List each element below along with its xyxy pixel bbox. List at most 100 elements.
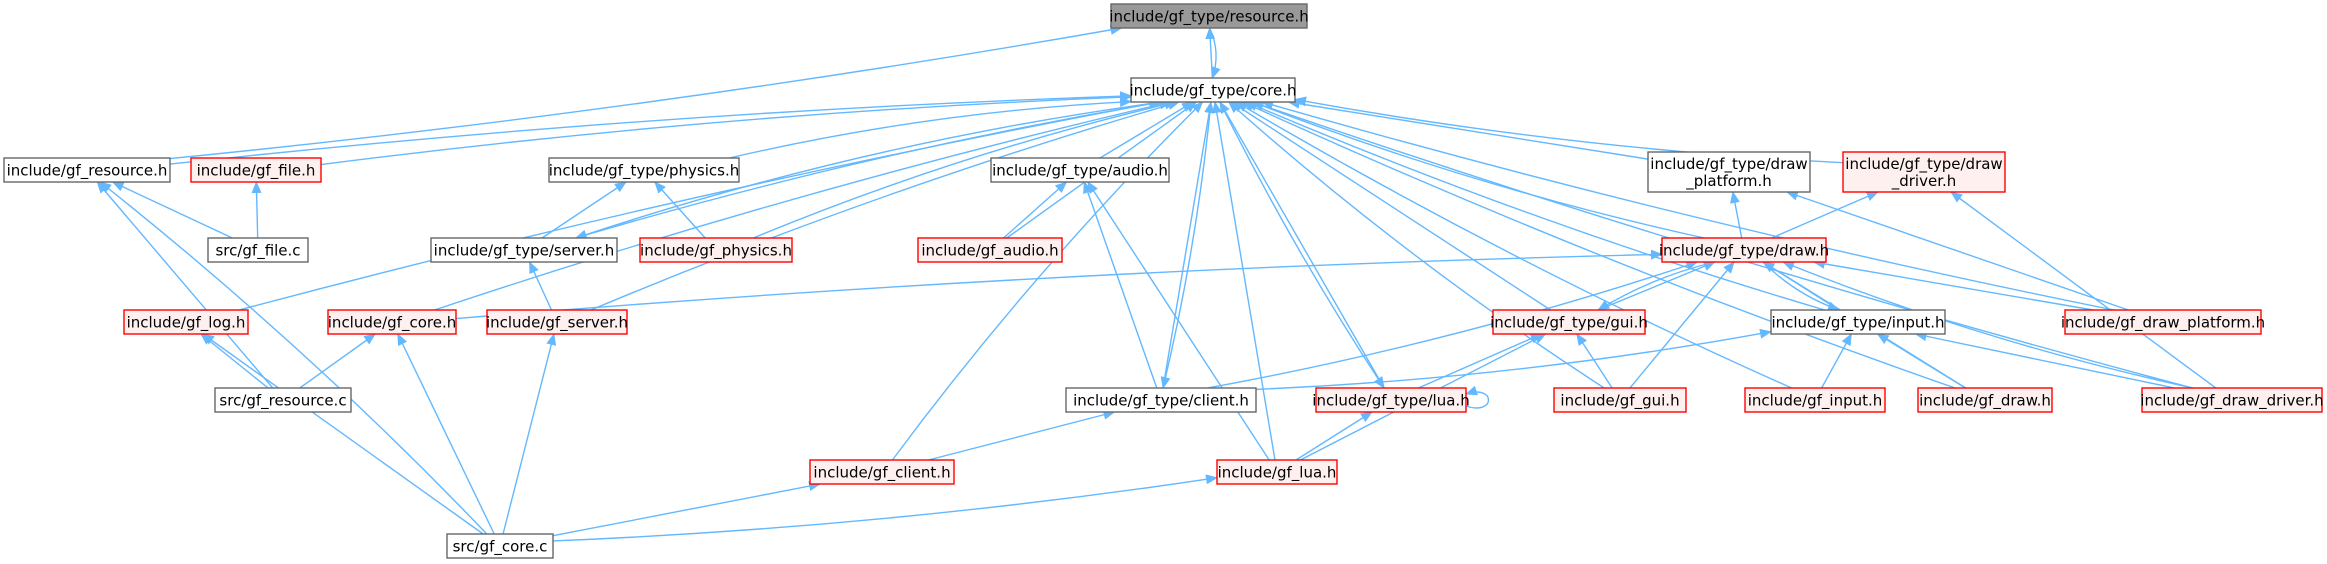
edge-gf_log_h-to-core_h_type [238, 99, 1161, 311]
edge-gf_core_h-to-draw_h_type [455, 249, 1663, 320]
node-box [1110, 3, 1308, 29]
edge-gf_server_h-to-server_h_type [528, 261, 553, 311]
node-input-h-type[interactable]: include/gf_type/input.h [1770, 309, 1946, 335]
node-lua-h-type[interactable]: include/gf_type/lua.h [1312, 387, 1470, 413]
edge-gf_client_h-to-core_h_type [891, 101, 1204, 461]
node-label: include/gf_type/core.h [1129, 82, 1296, 101]
node-gf-input-h[interactable]: include/gf_input.h [1744, 387, 1886, 413]
node-gf-file-c[interactable]: src/gf_file.c [207, 237, 309, 263]
node-label: include/gf_file.h [197, 162, 316, 181]
node-label: include/gf_draw_driver.h [2140, 392, 2323, 411]
node-box [1216, 459, 1338, 485]
node-box [809, 459, 955, 485]
edge-gf_resource_c-to-gf_core_h [299, 333, 377, 389]
node-gf-physics-h[interactable]: include/gf_physics.h [639, 237, 793, 263]
node-box [486, 309, 628, 335]
node-label: include/gf_input.h [1748, 392, 1883, 411]
node-gf-audio-h[interactable]: include/gf_audio.h [917, 237, 1063, 263]
node-label: include/gf_type/input.h [1771, 314, 1944, 333]
edge-gf_file_h-to-core_h_type [320, 92, 1132, 166]
edge-gf_lua_h-to-audio_h_type [1087, 181, 1270, 461]
edge-gf_draw_driver_h-to-input_h_type [1914, 331, 2175, 389]
node-gf-server-h[interactable]: include/gf_server.h [486, 309, 628, 335]
edge-draw_h_type-to-draw_platform_h_type [1730, 191, 1743, 239]
node-box [123, 309, 249, 335]
node-server-h-type[interactable]: include/gf_type/server.h [430, 237, 618, 263]
node-box [1130, 77, 1296, 103]
node-draw-platform-h-type[interactable]: include/gf_type/draw_platform.h [1647, 151, 1811, 193]
node-box [1492, 309, 1646, 335]
node-box [1065, 387, 1257, 413]
node-gf-file-h[interactable]: include/gf_file.h [190, 157, 322, 183]
edge-gf_lua_h-to-lua_h_type [1295, 411, 1373, 461]
node-box [190, 157, 322, 183]
edge-gf_physics_h-to-core_h_type [753, 99, 1177, 239]
node-draw-driver-h-type[interactable]: include/gf_type/draw_driver.h [1842, 151, 2006, 193]
node-label: _platform.h [1685, 172, 1772, 191]
node-gf-resource-h[interactable]: include/gf_resource.h [3, 157, 171, 183]
node-label: include/gf_client.h [813, 464, 950, 483]
node-label: include/gf_type/draw.h [1659, 242, 1829, 261]
edge-gf_input_h-to-input_h_type [1821, 333, 1852, 389]
node-box [1770, 309, 1946, 335]
edge-draw_h_type-to-draw_driver_h_type [1771, 191, 1879, 239]
node-box [446, 533, 554, 559]
edge-gf_core_c-to-gf_client_h [552, 481, 822, 537]
node-box [214, 387, 352, 413]
node-label: include/gf_type/client.h [1073, 392, 1249, 411]
node-label: src/gf_core.c [453, 538, 548, 557]
edge-gf_physics_h-to-physics_h_type [654, 181, 706, 239]
edge-core_h_type-to-client_h_type [1160, 101, 1212, 389]
edge-audio_h_type-to-core_h_type [1099, 101, 1194, 159]
node-box [990, 157, 1170, 183]
node-label: include/gf_log.h [127, 314, 246, 333]
node-label: include/gf_server.h [486, 314, 628, 333]
edge-lua_h_type-to-core_h_type [1219, 101, 1385, 389]
edge-gf_file_c-to-gf_file_h [251, 181, 262, 239]
edge-gf_core_c-to-gf_log_h [202, 333, 484, 535]
node-label: include/gf_audio.h [921, 242, 1058, 261]
edge-gf_gui_h-to-gui_h_type [1576, 333, 1613, 389]
node-gf-draw-h[interactable]: include/gf_draw.h [1917, 387, 2053, 413]
node-gf-gui-h[interactable]: include/gf_gui.h [1553, 387, 1687, 413]
node-physics-h-type[interactable]: include/gf_type/physics.h [548, 157, 740, 183]
edge-client_h_type-to-draw_h_type [1207, 260, 1699, 389]
edge-gf_resource_h-to-core_h_type [169, 91, 1132, 165]
edge-gf_audio_h-to-audio_h_type [1003, 181, 1068, 239]
node-gf-log-h[interactable]: include/gf_log.h [123, 309, 249, 335]
edge-client_h_type-to-input_h_type [1255, 328, 1772, 391]
node-resource-h-type[interactable]: include/gf_type/resource.h [1109, 3, 1309, 29]
edge-core_h_type-to-lua_h_type [1219, 101, 1385, 389]
edge-gf_server_h-to-core_h_type [590, 100, 1181, 311]
node-gf-core-h[interactable]: include/gf_core.h [327, 309, 457, 335]
node-label: src/gf_resource.c [219, 392, 346, 411]
edge-gf_gui_h-to-draw_h_type [1629, 261, 1735, 389]
node-box [3, 157, 171, 183]
edge-server_h_type-to-physics_h_type [541, 181, 627, 239]
node-gf-draw-platform-h[interactable]: include/gf_draw_platform.h [2061, 309, 2265, 335]
node-label: include/gf_core.h [328, 314, 456, 333]
edge-gf_input_h-to-core_h_type [1235, 101, 1792, 389]
node-box [1917, 387, 2053, 413]
node-label: src/gf_file.c [215, 242, 300, 261]
node-box [917, 237, 1063, 263]
node-label: _driver.h [1891, 172, 1957, 191]
node-gf-lua-h[interactable]: include/gf_lua.h [1216, 459, 1338, 485]
node-gf-resource-c[interactable]: src/gf_resource.c [214, 387, 352, 413]
node-gf-draw-driver-h[interactable]: include/gf_draw_driver.h [2140, 387, 2324, 413]
node-draw-h-type[interactable]: include/gf_type/draw.h [1659, 237, 1829, 263]
node-core-h-type[interactable]: include/gf_type/core.h [1129, 77, 1297, 103]
node-client-h-type[interactable]: include/gf_type/client.h [1065, 387, 1257, 413]
node-box [1315, 387, 1467, 413]
node-box [327, 309, 457, 335]
node-box [2141, 387, 2323, 413]
node-gf-client-h[interactable]: include/gf_client.h [809, 459, 955, 485]
node-gui-h-type[interactable]: include/gf_type/gui.h [1490, 309, 1648, 335]
node-label: include/gf_type/draw [1845, 155, 2002, 174]
node-label: include/gf_type/lua.h [1312, 392, 1469, 411]
node-label: include/gf_type/gui.h [1490, 314, 1648, 333]
node-gf-core-c[interactable]: src/gf_core.c [446, 533, 554, 559]
node-audio-h-type[interactable]: include/gf_type/audio.h [990, 157, 1170, 183]
edge-input_h_type-to-core_h_type [1245, 101, 1825, 311]
